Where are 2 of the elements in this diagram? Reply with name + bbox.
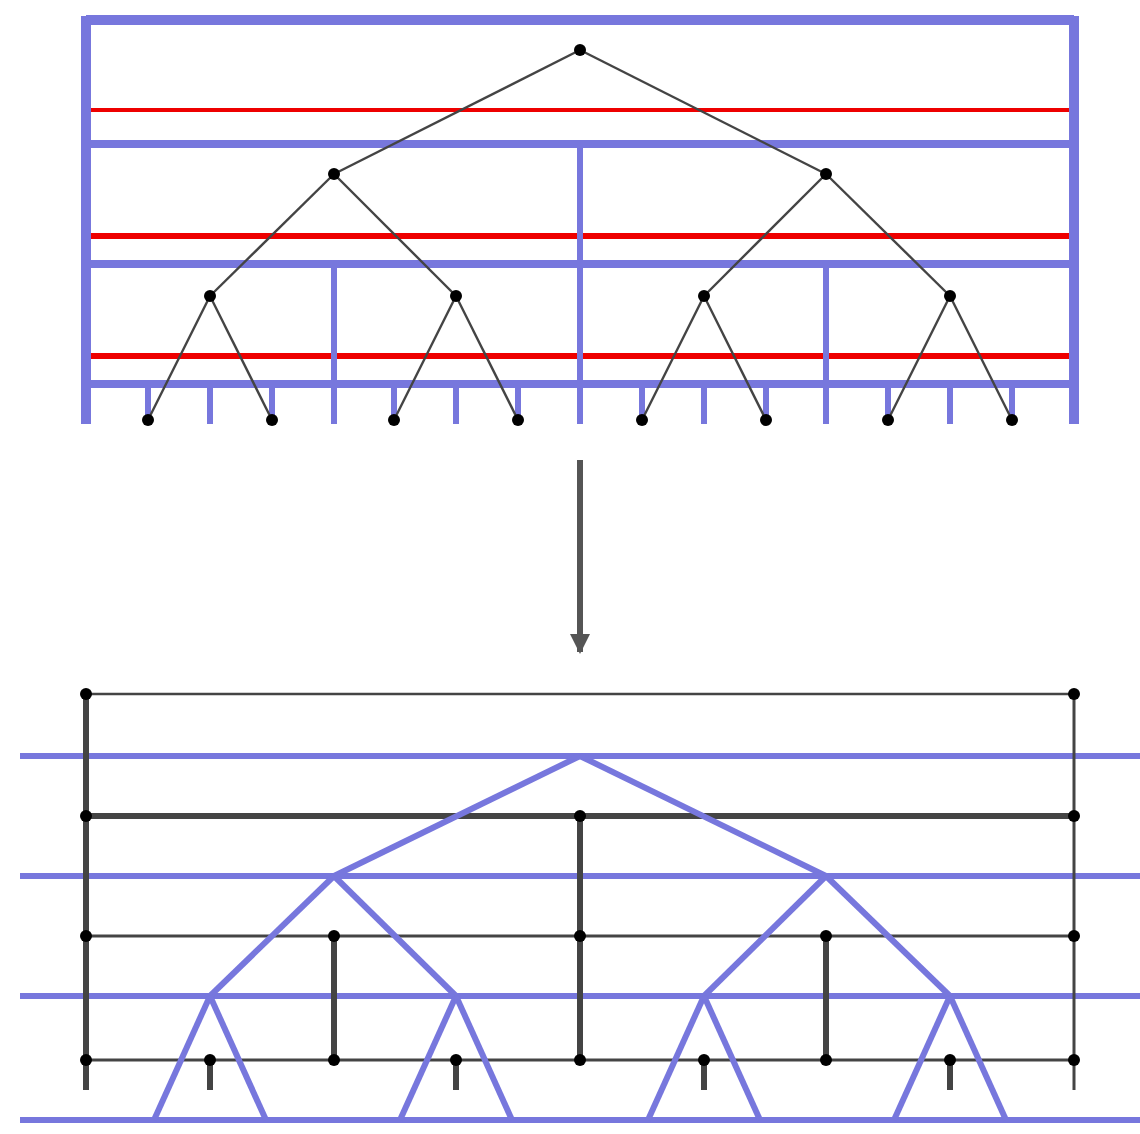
tree-in-grid-drawing: [80, 12, 1080, 432]
arrow: [570, 460, 590, 654]
